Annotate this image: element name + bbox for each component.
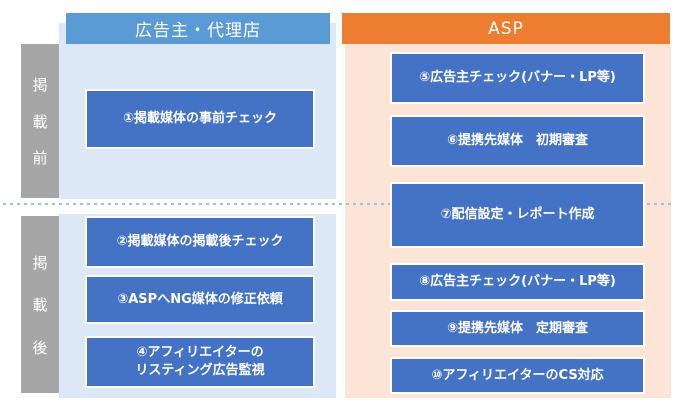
asp-column-header: ASP [342, 13, 670, 44]
phase-label-after-posting: 掲載後 [21, 216, 59, 393]
step-3-label: ③ASPへNG媒体の修正依頼 [117, 291, 283, 307]
step-9-label: ⑨提携先媒体 定期審査 [446, 320, 588, 336]
step-2-box: ②掲載媒体の掲載後チェック [85, 216, 315, 268]
step-10-box: ⑩アフィリエイターのCS対応 [390, 357, 645, 394]
step-4-label: ④アフィリエイターの リスティング広告監視 [135, 345, 265, 378]
step-9-box: ⑨提携先媒体 定期審査 [390, 310, 645, 347]
step-1-label: ①掲載媒体の事前チェック [122, 111, 277, 127]
step-5-box: ⑤広告主チェック(バナー・LP等) [390, 52, 645, 104]
advertiser-column-header: 広告主・代理店 [66, 13, 330, 44]
step-4-box: ④アフィリエイターの リスティング広告監視 [85, 336, 315, 388]
step-1-box: ①掲載媒体の事前チェック [85, 89, 315, 149]
step-6-label: ⑥提携先媒体 初期審査 [446, 133, 588, 149]
step-8-box: ⑧広告主チェック(バナー・LP等) [390, 263, 645, 301]
phase-label-before-posting: 掲載前 [21, 44, 59, 198]
step-7-label: ⑦配信設定・レポート作成 [440, 207, 595, 223]
asp-column-header-label: ASP [488, 18, 524, 39]
step-2-label: ②掲載媒体の掲載後チェック [116, 234, 284, 250]
posting-phase-divider-dashed-line [3, 203, 672, 205]
advertiser-column-header-label: 広告主・代理店 [135, 21, 261, 41]
step-6-box: ⑥提携先媒体 初期審査 [390, 115, 645, 167]
step-8-label: ⑧広告主チェック(バナー・LP等) [419, 274, 616, 290]
step-10-label: ⑩アフィリエイターのCS対応 [431, 367, 604, 383]
step-7-box: ⑦配信設定・レポート作成 [390, 182, 645, 248]
step-3-box: ③ASPへNG媒体の修正依頼 [85, 275, 315, 324]
step-5-label: ⑤広告主チェック(バナー・LP等) [419, 70, 616, 86]
